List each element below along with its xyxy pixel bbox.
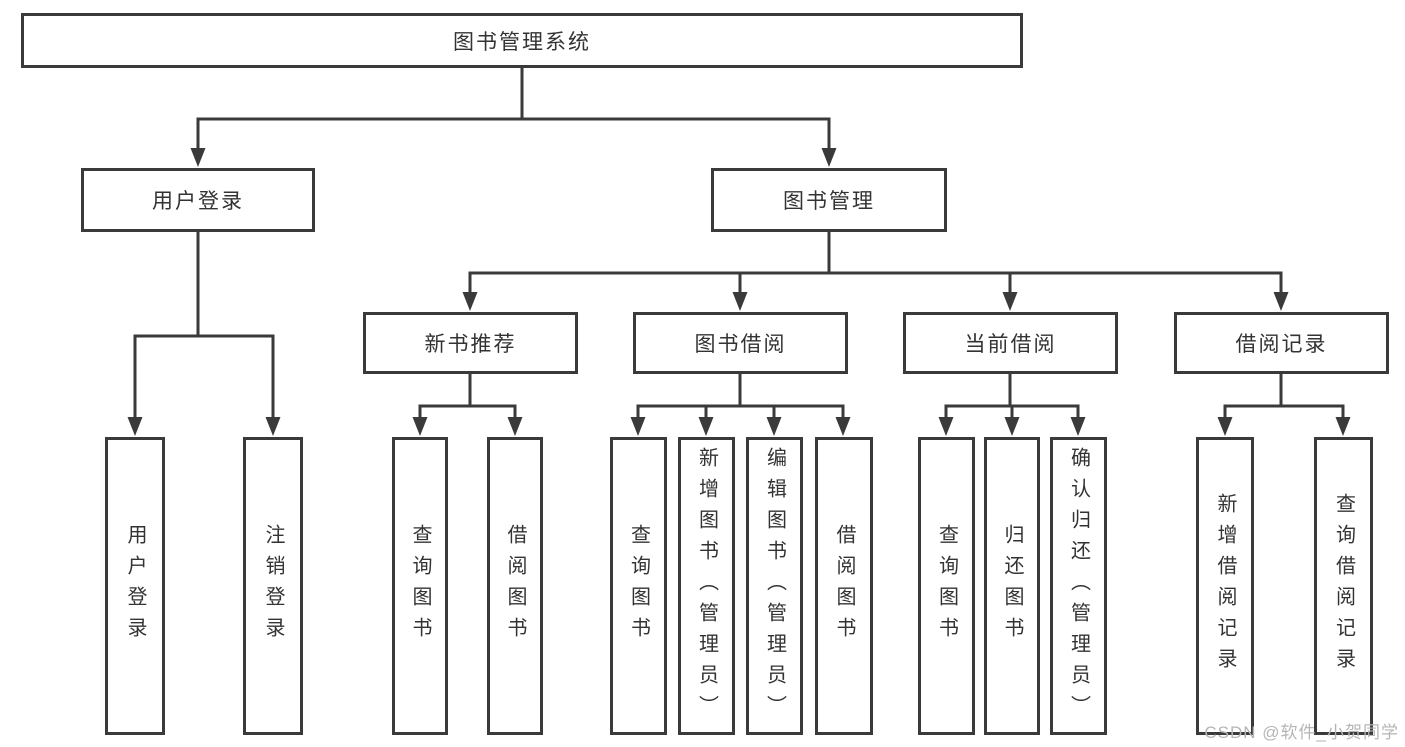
node-book-management: 图书管理 xyxy=(711,168,947,232)
leaf-confirm-return-admin: 确认归还（管理员） xyxy=(1050,437,1107,735)
node-new-book-recommend: 新书推荐 xyxy=(363,312,578,374)
node-root: 图书管理系统 xyxy=(21,13,1023,68)
arrowheads xyxy=(127,148,1351,436)
leaf-add-book-admin: 新增图书（管理员） xyxy=(678,437,735,735)
tree-edges xyxy=(133,66,1345,419)
leaf-borrow-book-2: 借阅图书 xyxy=(815,437,873,735)
node-book-borrow: 图书借阅 xyxy=(633,312,848,374)
leaf-edit-book-admin: 编辑图书（管理员） xyxy=(746,437,803,735)
leaf-query-borrow-record: 查询借阅记录 xyxy=(1314,437,1373,735)
watermark: CSDN @软件_小贺同学 xyxy=(1204,723,1399,742)
leaf-add-borrow-record: 新增借阅记录 xyxy=(1196,437,1254,735)
leaf-borrow-book-1: 借阅图书 xyxy=(487,437,543,735)
leaf-logout: 注销登录 xyxy=(243,437,303,735)
leaf-query-book-2: 查询图书 xyxy=(610,437,667,735)
leaf-user-login: 用户登录 xyxy=(105,437,165,735)
node-current-borrow: 当前借阅 xyxy=(903,312,1118,374)
leaf-query-book-3: 查询图书 xyxy=(918,437,975,735)
leaf-return-book: 归还图书 xyxy=(984,437,1040,735)
node-borrow-records: 借阅记录 xyxy=(1174,312,1389,374)
leaf-query-book-1: 查询图书 xyxy=(392,437,448,735)
node-user-login: 用户登录 xyxy=(81,168,315,232)
